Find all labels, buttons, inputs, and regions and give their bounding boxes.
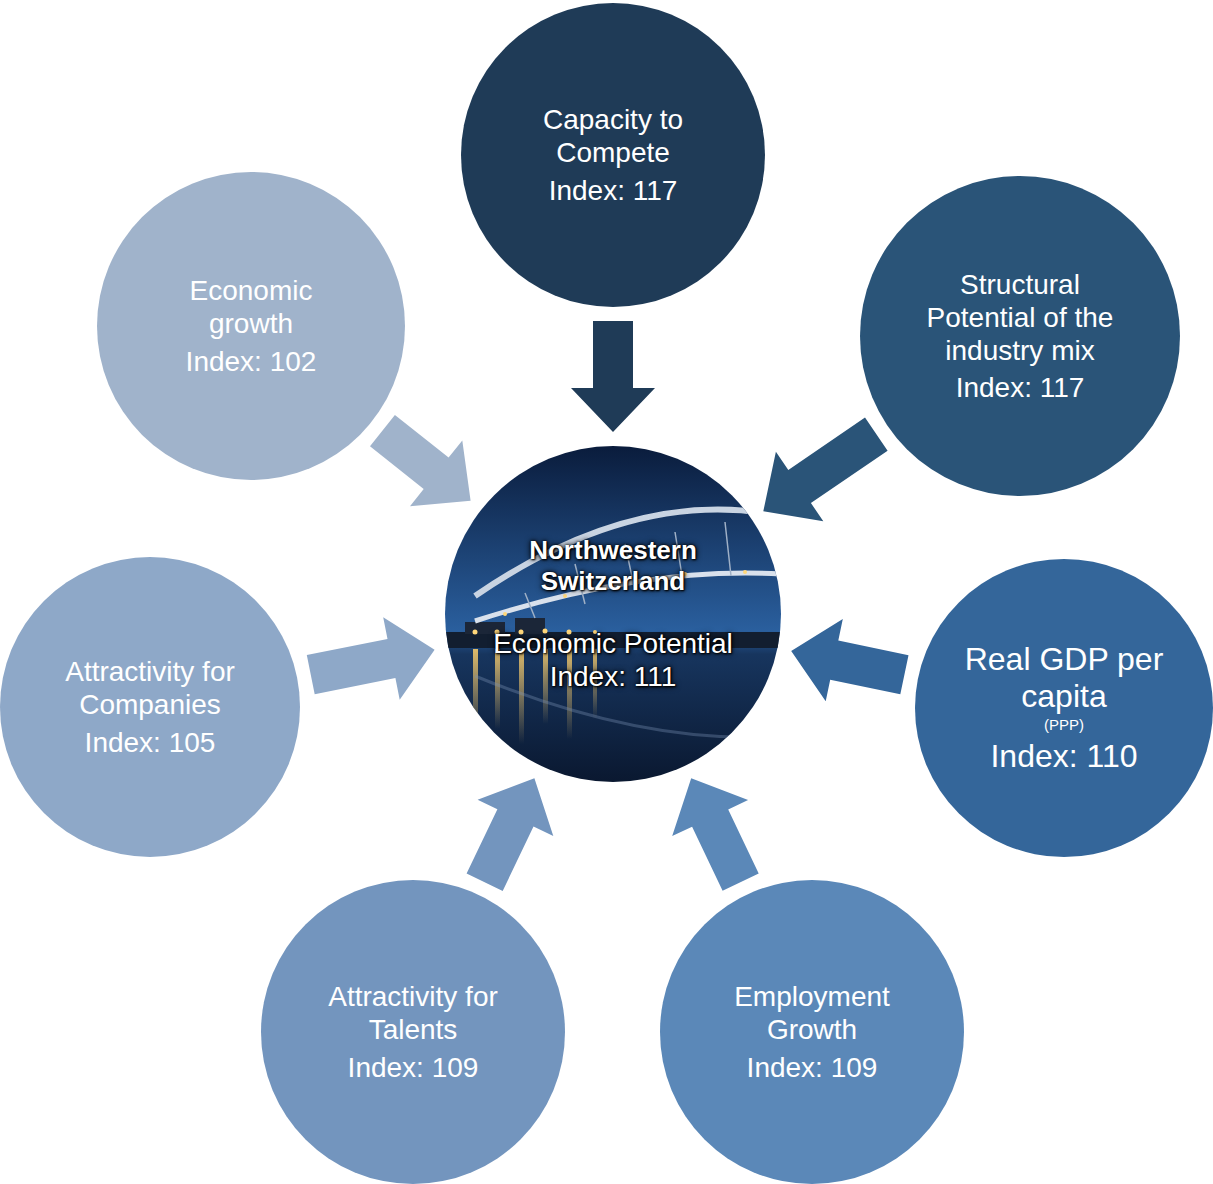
circle-text-group: Structural Potential of the industry mix… (920, 268, 1120, 404)
index-value: Index: 110 (990, 738, 1137, 776)
block-arrow (571, 321, 655, 432)
index-value: Index: 105 (85, 726, 216, 759)
block-arrow (370, 415, 471, 506)
circle-text-group: Northwestern SwitzerlandEconomic Potenti… (493, 535, 733, 692)
index-value: Index: 117 (549, 174, 678, 207)
factor-circle: Capacity to CompeteIndex: 117 (461, 3, 765, 307)
factor-circle: Attractivity for CompaniesIndex: 105 (0, 557, 300, 857)
factor-circle: Economic growthIndex: 102 (97, 172, 405, 480)
circle-text-group: Economic growthIndex: 102 (151, 274, 351, 377)
block-arrow (791, 619, 908, 701)
circle-label: Real GDP per capita (954, 641, 1174, 717)
circle-label: Capacity to Compete (513, 103, 713, 169)
index-value: Index: 109 (747, 1051, 878, 1084)
bridge-night-photo (445, 446, 781, 782)
circle-label: Employment Growth (702, 980, 922, 1046)
factor-circle: Real GDP per capita(PPP) Index: 110 (915, 559, 1213, 857)
circle-label: Economic Potential (493, 627, 733, 660)
circle-text-group: Capacity to CompeteIndex: 117 (513, 103, 713, 206)
circle-label: Attractivity for Talents (303, 980, 523, 1046)
circle-text-group: Real GDP per capita(PPP) Index: 110 (954, 641, 1174, 776)
factor-circle: Employment GrowthIndex: 109 (660, 880, 964, 1184)
block-arrow (467, 778, 554, 891)
circle-label: (PPP) (1044, 716, 1084, 734)
circle-text-group: Employment GrowthIndex: 109 (702, 980, 922, 1083)
circle-text-group: Attractivity for TalentsIndex: 109 (303, 980, 523, 1083)
index-value: Index: 117 (956, 371, 1085, 404)
circle-label: Structural Potential of the industry mix (920, 268, 1120, 367)
circle-label: Northwestern Switzerland (493, 535, 733, 596)
block-arrow (307, 617, 435, 699)
factor-circle: Structural Potential of the industry mix… (860, 176, 1180, 496)
factor-circle: Attractivity for TalentsIndex: 109 (261, 880, 565, 1184)
index-value: Index: 102 (186, 345, 317, 378)
block-arrow (672, 778, 759, 890)
center-circle: Northwestern SwitzerlandEconomic Potenti… (445, 446, 781, 782)
block-arrow (763, 418, 887, 522)
circle-label: Economic growth (151, 274, 351, 340)
circle-text-group: Attractivity for CompaniesIndex: 105 (25, 655, 275, 758)
index-value: Index: 109 (348, 1051, 479, 1084)
index-value: Index: 111 (550, 660, 677, 693)
circle-label: Attractivity for Companies (25, 655, 275, 721)
